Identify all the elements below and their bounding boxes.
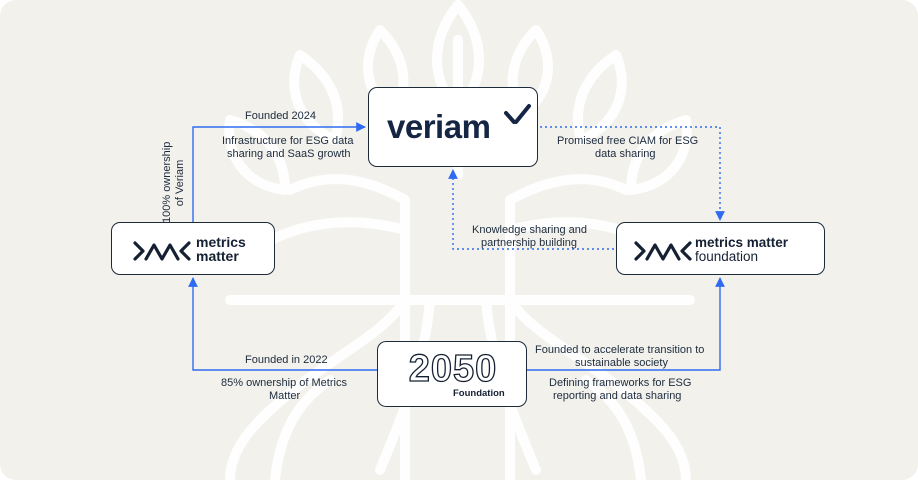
label-accelerate-line2: sustainable society	[575, 357, 668, 369]
edge-mm-foundation-to-veriam	[448, 169, 614, 250]
label-founded-2022: Founded in 2022	[245, 354, 328, 366]
label-frameworks-line2: reporting and data sharing	[553, 390, 682, 402]
mm-foundation-name-line1: metrics matter	[695, 235, 789, 250]
checkmark-icon	[504, 104, 531, 124]
label-ownership-mm-line1: 85% ownership of Metrics	[221, 377, 347, 389]
label-infrastructure-line2: sharing and SaaS growth	[227, 148, 351, 160]
edge-2050-to-metrics-matter	[188, 277, 377, 371]
foundation-2050-node: 2050 Foundation	[377, 341, 527, 407]
foundation-2050-wordmark: 2050	[408, 348, 498, 388]
veriam-node: veriam	[368, 87, 538, 167]
label-accelerate-line1: Founded to accelerate transition to	[535, 344, 705, 356]
label-ownership-veriam: 100% ownership of Veriam	[161, 141, 187, 223]
metrics-matter-name-line1: metrics	[196, 234, 246, 250]
label-ownership-veriam-line2: of Veriam	[174, 159, 186, 207]
foundation-2050-number: 2050	[409, 348, 498, 388]
label-infrastructure-line1: Infrastructure for ESG data	[222, 135, 354, 147]
label-knowledge-line2: partnership building	[481, 237, 578, 249]
edge-metrics-matter-to-veriam	[192, 122, 366, 222]
label-ownership-mm-line2: Matter	[269, 390, 301, 402]
label-knowledge-line1: Knowledge sharing and	[472, 224, 587, 236]
veriam-wordmark: veriam	[387, 108, 491, 145]
edge-veriam-to-mm-foundation	[540, 126, 725, 221]
label-ownership-veriam-line1: 100% ownership	[161, 141, 173, 223]
mm-foundation-name-line2: foundation	[695, 249, 759, 264]
label-frameworks-line1: Defining frameworks for ESG	[549, 377, 692, 389]
metrics-matter-logo-icon	[133, 241, 191, 261]
metrics-matter-node: metrics matter	[111, 222, 275, 275]
label-ciam-line2: data sharing	[595, 148, 656, 160]
label-ciam-line1: Promised free CIAM for ESG	[557, 135, 699, 147]
mm-foundation-node: metrics matter foundation	[616, 222, 825, 275]
label-founded-2024: Founded 2024	[245, 110, 316, 122]
edge-2050-to-mm-foundation	[527, 277, 725, 371]
metrics-matter-name-line2: matter	[196, 248, 239, 264]
metrics-matter-foundation-logo-icon	[634, 241, 692, 261]
foundation-2050-label: Foundation	[453, 388, 505, 399]
